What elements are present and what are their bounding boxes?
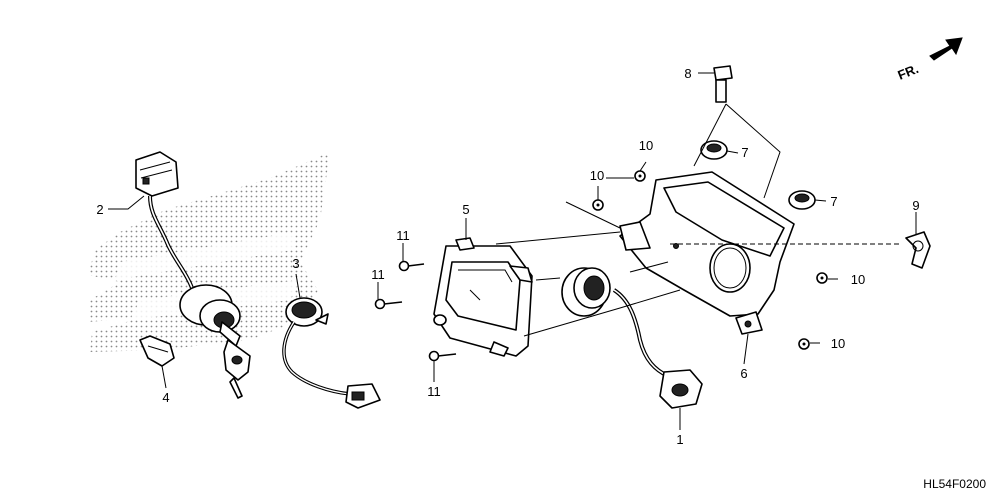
front-direction-label: FR. xyxy=(896,61,921,83)
tapping-screw-11a xyxy=(398,260,425,272)
callout-4: 4 xyxy=(162,390,169,405)
grommet-upper-hole xyxy=(706,143,722,153)
screw-10b xyxy=(592,199,604,211)
tapping-screw-11c xyxy=(428,350,457,362)
callout-7-upper: 7 xyxy=(741,145,748,160)
callout-1: 1 xyxy=(676,432,683,447)
flange-bolt xyxy=(713,65,733,103)
callout-11-middle: 11 xyxy=(371,267,385,282)
screw-10c xyxy=(816,272,828,284)
callout-10-right: 10 xyxy=(851,272,865,287)
callout-10-bottom: 10 xyxy=(831,336,845,351)
callout-5: 5 xyxy=(462,202,469,217)
callout-9: 9 xyxy=(912,198,919,213)
callout-10-top: 10 xyxy=(639,138,653,153)
ignition-switch-harness xyxy=(135,151,241,347)
callout-6: 6 xyxy=(740,366,747,381)
callout-8: 8 xyxy=(684,66,691,81)
leader-lines xyxy=(108,72,917,430)
figure-code: HL54F0200 xyxy=(923,477,986,491)
front-direction-indicator: FR. xyxy=(896,37,963,83)
screw-10a xyxy=(634,170,646,182)
callout-10-left: 10 xyxy=(590,168,604,183)
callout-7-lower: 7 xyxy=(830,194,837,209)
harness-clip xyxy=(905,231,931,269)
grommet-lower-hole xyxy=(794,193,810,203)
callout-2: 2 xyxy=(96,202,103,217)
tapping-screw-11b xyxy=(374,298,403,310)
callout-11-bottom: 11 xyxy=(427,384,441,399)
screw-10d xyxy=(798,338,810,350)
callout-3: 3 xyxy=(292,256,299,271)
key-cap xyxy=(139,335,175,367)
meter-assembly xyxy=(433,237,533,357)
callout-11-top: 11 xyxy=(396,228,410,243)
ignition-key xyxy=(223,339,251,399)
indicator-socket-cable xyxy=(561,267,703,409)
meter-bracket xyxy=(619,171,795,335)
front-arrow-icon xyxy=(929,37,963,61)
accessory-socket-cord xyxy=(282,297,381,409)
